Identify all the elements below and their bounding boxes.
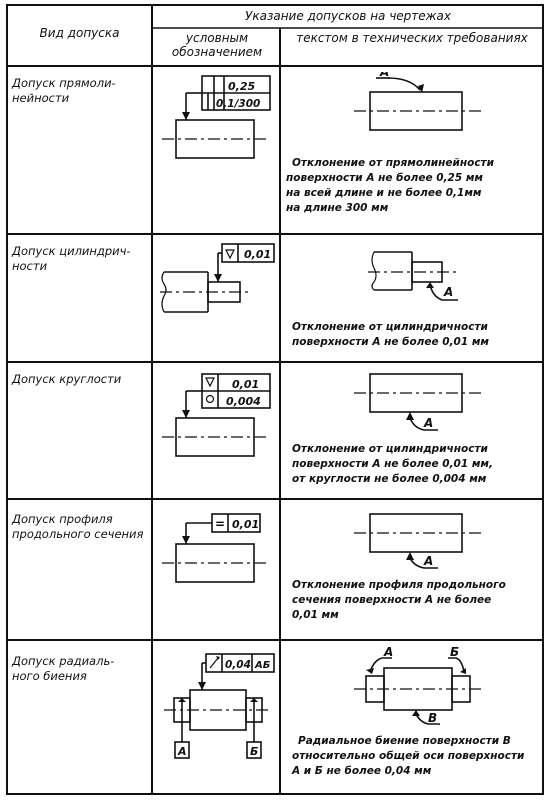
header-kind: Вид допуска xyxy=(39,26,120,40)
requirement-line: на всей длине и не более 0,1мм xyxy=(286,187,482,199)
tolerance-table: Вид допуска Указание допусков на чертежа… xyxy=(6,4,544,795)
row-kind-runout-2: ного биения xyxy=(12,669,87,683)
header-text: текстом в технических требованиях xyxy=(296,31,528,45)
tol-value-cyl: 0,01 xyxy=(232,378,259,391)
requirement-line: Отклонение от цилиндричности xyxy=(292,321,488,333)
requirement-line: поверхности А не более 0,25 мм xyxy=(286,172,483,184)
row-kind-profile-1: Допуск профиля xyxy=(12,512,113,526)
tol-value-profile: 0,01 xyxy=(232,518,259,531)
surface-label-a: А xyxy=(379,72,389,79)
table-grid xyxy=(6,4,544,795)
tol-value-runout: 0,04 xyxy=(225,659,251,671)
row-kind-cylindricity-1: Допуск цилиндрич- xyxy=(12,244,131,258)
straightness-text-figure: А xyxy=(354,72,482,131)
row-kind-profile-2: продольного сечения xyxy=(12,527,144,541)
row-kind-runout-1: Допуск радиаль- xyxy=(12,654,115,668)
header-group: Указание допусков на чертежах xyxy=(245,9,451,23)
header-symbolic: условным обозначением xyxy=(171,31,263,59)
requirement-line: 0,01 мм xyxy=(292,609,339,621)
requirement-line: Отклонение от прямолинейности xyxy=(292,157,494,169)
straightness-symbol-figure: 0,25 0,1/300 xyxy=(162,75,271,159)
surface-label-a: А xyxy=(443,285,453,299)
datum-ref-ab: АБ xyxy=(254,660,271,671)
requirement-line: Отклонение от цилиндричности xyxy=(292,443,488,455)
row-kind-straightness-1: Допуск прямоли- xyxy=(12,76,116,90)
requirement-line: поверхности А не более 0,01 мм, xyxy=(292,458,493,470)
datum-label-b: Б xyxy=(250,745,258,758)
row-kind-straightness-2: нейности xyxy=(12,91,70,105)
tol-value-1: 0,25 xyxy=(228,80,255,93)
requirement-line: сечения поверхности А не более xyxy=(292,594,492,606)
surface-label-a: А xyxy=(423,416,433,430)
roundness-text-figure: А xyxy=(354,373,482,431)
datum-label-b: Б xyxy=(450,645,459,659)
tol-value-round: 0,004 xyxy=(226,395,261,408)
requirement-line: от круглости не более 0,004 мм xyxy=(292,473,487,485)
roundness-symbol-figure: 0,01 0,004 xyxy=(162,373,271,457)
cylindricity-text-figure: А xyxy=(368,251,458,301)
surface-label-a: А xyxy=(423,554,433,568)
requirement-line: Отклонение профиля продольного xyxy=(292,579,506,591)
requirement-line: на длине 300 мм xyxy=(286,202,389,214)
row-kind-cylindricity-2: ности xyxy=(12,259,48,273)
profile-symbol-figure: = 0,01 xyxy=(162,513,268,583)
runout-text-figure: А Б В xyxy=(354,645,482,725)
profile-text-figure: А xyxy=(354,513,482,569)
row-kind-roundness: Допуск круглости xyxy=(12,372,122,386)
surface-label-v: В xyxy=(428,711,437,725)
datum-label-a: А xyxy=(383,645,393,659)
profile-symbol-icon: = xyxy=(215,517,225,531)
cylindricity-symbol-figure: 0,01 xyxy=(160,243,275,313)
requirement-line: Радиальное биение поверхности В xyxy=(298,735,511,747)
requirement-line: относительно общей оси поверхности xyxy=(292,750,525,762)
datum-label-a: А xyxy=(177,745,187,758)
tol-value-2: 0,1/300 xyxy=(216,98,260,110)
runout-symbol-figure: 0,04 АБ А Б xyxy=(164,653,275,759)
requirement-line: поверхности А не более 0,01 мм xyxy=(292,336,489,348)
requirement-line: А и Б не более 0,04 мм xyxy=(292,765,432,777)
tol-value-cyl: 0,01 xyxy=(244,248,271,261)
